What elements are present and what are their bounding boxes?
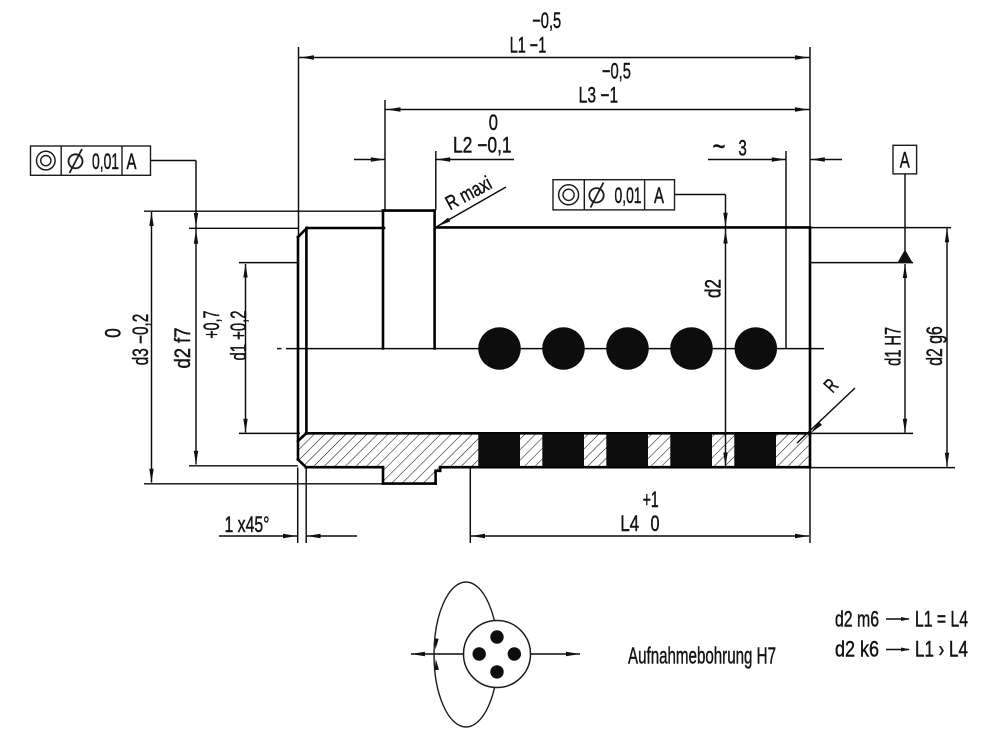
svg-text:+0,7: +0,7	[199, 311, 224, 339]
svg-text:+1: +1	[643, 487, 659, 512]
svg-text:L1 = L4: L1 = L4	[915, 607, 968, 632]
svg-text:~: ~	[713, 130, 726, 163]
svg-text:d1 H7: d1 H7	[881, 327, 906, 366]
svg-text:d2 f7: d2 f7	[170, 328, 195, 369]
svg-text:d2 k6: d2 k6	[835, 637, 879, 662]
svg-text:1 x45°: 1 x45°	[225, 512, 270, 537]
svg-text:0,01: 0,01	[92, 149, 119, 174]
svg-text:A: A	[127, 149, 137, 174]
svg-text:0,01: 0,01	[615, 183, 642, 208]
svg-text:L4: L4	[620, 511, 639, 536]
svg-text:L1 › L4: L1 › L4	[915, 637, 968, 662]
svg-text:d2: d2	[701, 279, 726, 298]
svg-text:−0,5: −0,5	[602, 59, 631, 84]
svg-text:d3 −0,2: d3 −0,2	[128, 314, 153, 366]
svg-text:A: A	[654, 183, 664, 208]
svg-text:−0,5: −0,5	[532, 8, 561, 33]
svg-text:0: 0	[101, 328, 126, 338]
svg-text:Aufnahmebohrung H7: Aufnahmebohrung H7	[628, 643, 776, 669]
svg-text:L2 −0,1: L2 −0,1	[453, 133, 512, 158]
svg-text:0: 0	[489, 110, 498, 135]
svg-text:0: 0	[651, 511, 660, 536]
svg-text:d2 g6: d2 g6	[922, 326, 947, 366]
svg-text:d2 m6: d2 m6	[835, 607, 879, 632]
svg-text:L3 −1: L3 −1	[579, 82, 619, 107]
svg-text:A: A	[900, 148, 910, 173]
svg-text:d1 +0,2: d1 +0,2	[226, 311, 251, 361]
svg-text:3: 3	[738, 136, 746, 161]
svg-text:L1 −1: L1 −1	[510, 32, 547, 57]
